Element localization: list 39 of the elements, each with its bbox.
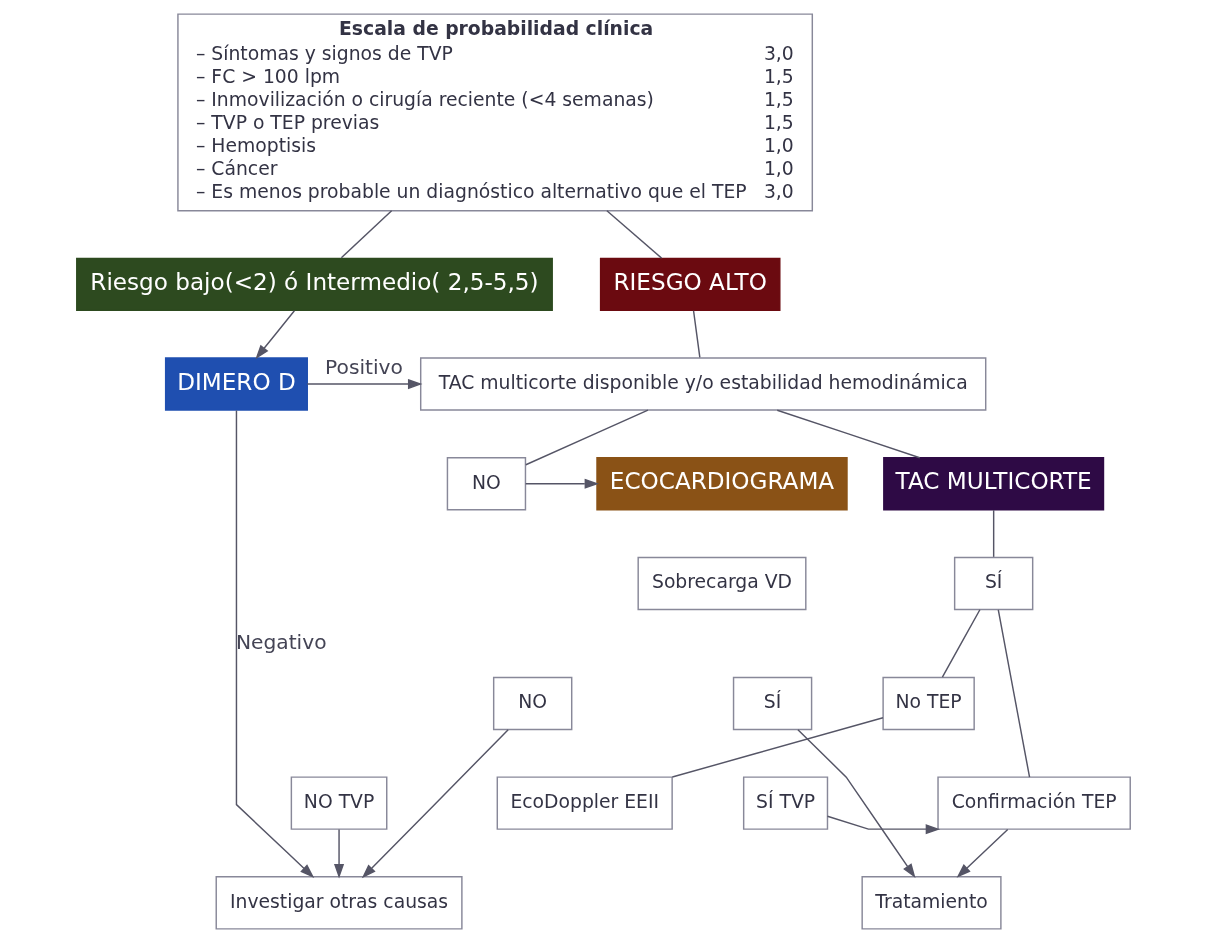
node-box: Investigar otras causas xyxy=(215,876,463,930)
node-box: SÍ xyxy=(732,676,813,731)
arrow xyxy=(255,310,296,360)
arrow xyxy=(235,409,315,878)
connector xyxy=(941,609,981,678)
node-box: DIMERO D xyxy=(164,357,308,411)
node-box: EcoDoppler EEII xyxy=(496,776,673,830)
arrow xyxy=(306,379,423,390)
connector xyxy=(671,717,884,778)
node-box: RIESGO ALTO xyxy=(599,257,781,312)
node-box: SÍ TVP xyxy=(742,776,829,830)
edge-label: Negativo xyxy=(235,629,327,654)
arrow xyxy=(361,729,509,879)
node-box: Sobrecarga VD xyxy=(637,556,807,611)
node-box: NO xyxy=(446,457,527,511)
node-box: Escala de probabilidad clínica – Síntomas y signos de TVP 3,0 – FC > 100 lpm 1,5 – Inmovilización o cirugía reciente (<4 semanas) 1,5 – TVP o TEP previas 1,5 – Hemoptisis 1,0 – Cáncer 1,0 – Es menos probable un diagnóstico alternativo que el TEP 3,0 xyxy=(177,13,814,212)
node-box: ECOCARDIOGRAMA xyxy=(596,457,848,511)
node-box: Tratamiento xyxy=(861,876,1002,930)
arrow xyxy=(334,828,345,879)
node-box: SÍ xyxy=(953,556,1034,611)
edge-label: Positivo xyxy=(325,355,403,380)
node-box: No TEP xyxy=(882,676,975,731)
node-box: TAC MULTICORTE xyxy=(883,457,1105,511)
connector xyxy=(776,409,921,459)
connector xyxy=(340,210,393,259)
arrow xyxy=(826,815,941,835)
connector xyxy=(606,210,663,259)
node-box: Riesgo bajo(<2) ó Intermedio( 2,5-5,5) xyxy=(76,257,553,312)
connector xyxy=(525,409,649,466)
node-box: Confirmación TEP xyxy=(937,776,1131,830)
node-box: TAC multicorte disponible y/o estabilidad hemodinámica xyxy=(419,357,987,411)
connector xyxy=(992,509,995,558)
arrow xyxy=(797,729,916,879)
node-box: NO xyxy=(492,676,573,731)
connector xyxy=(692,310,701,359)
node-box: NO TVP xyxy=(290,776,388,830)
arrow xyxy=(956,828,1009,878)
arrow xyxy=(525,478,600,489)
connector xyxy=(997,609,1031,778)
